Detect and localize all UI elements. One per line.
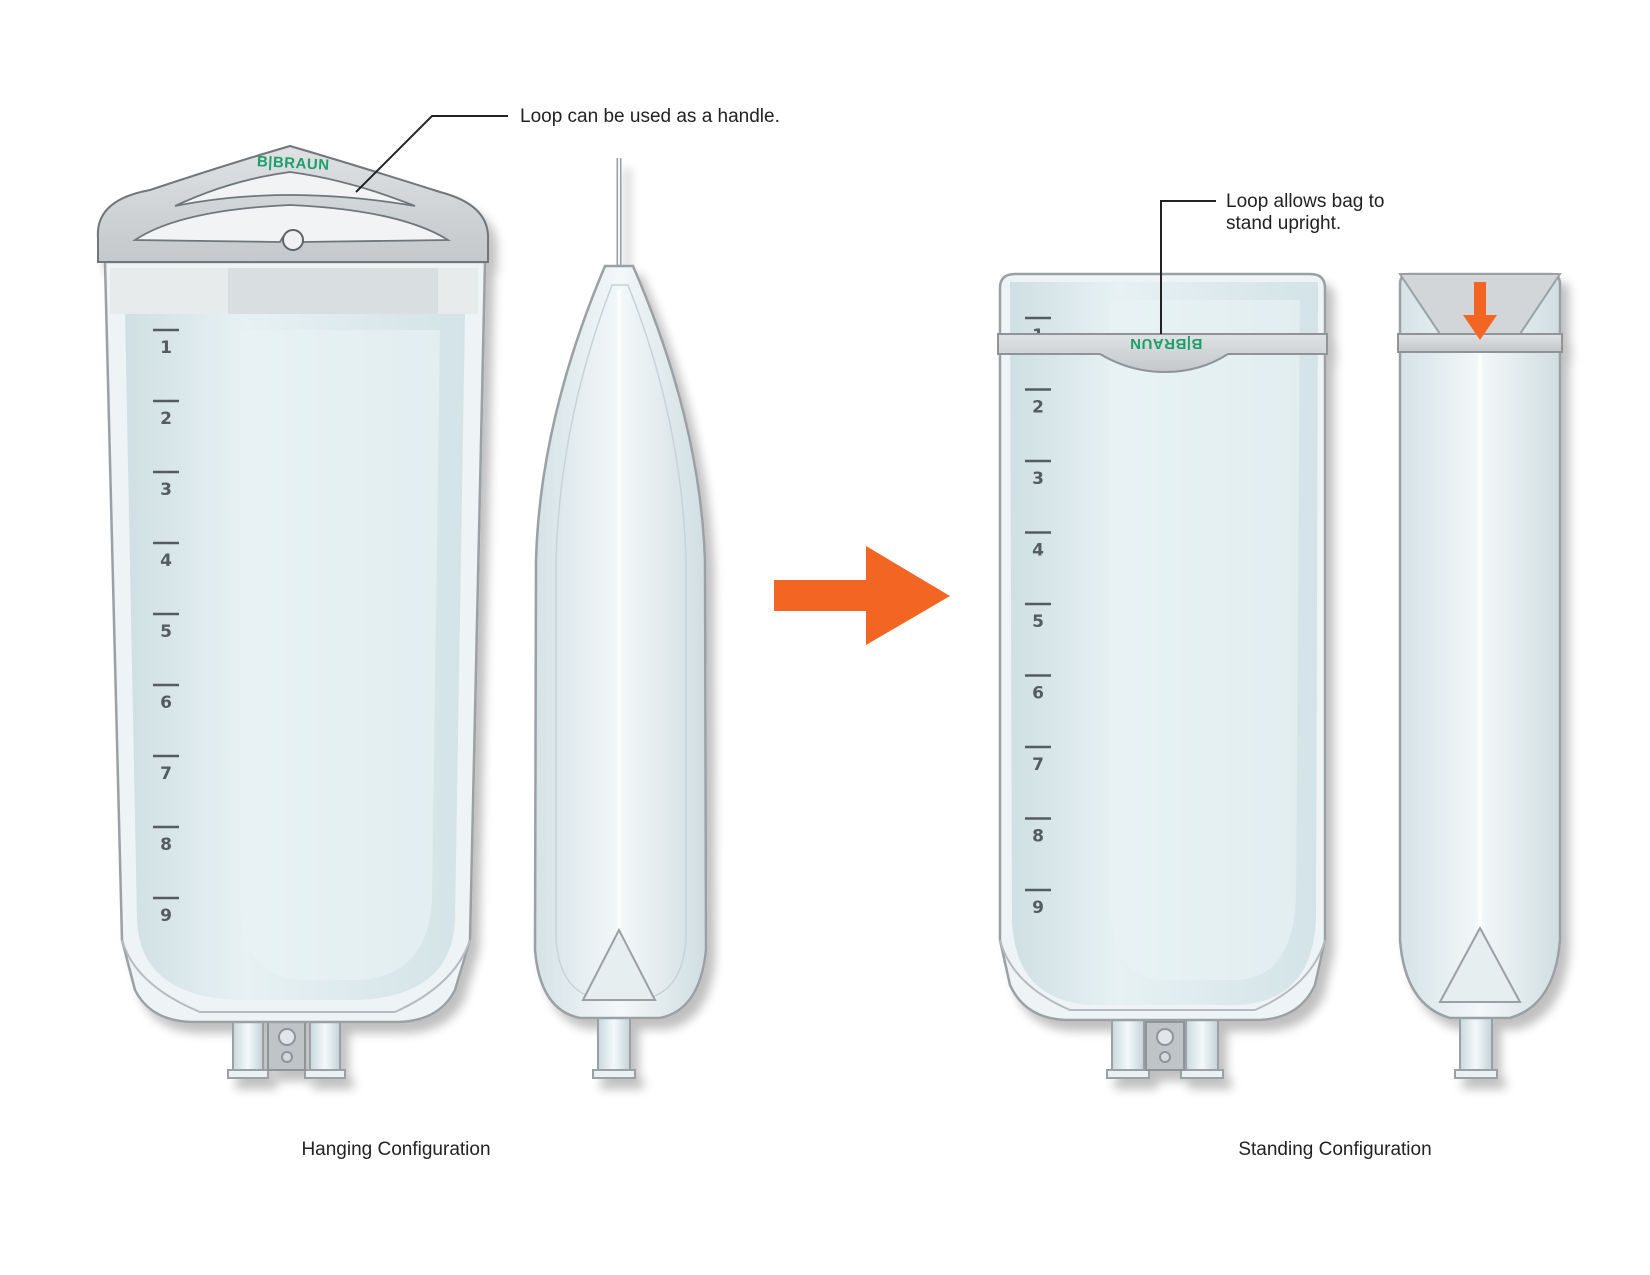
standing-loop: B|BRAUN (997, 333, 1328, 374)
callout-stand: Loop allows bag to stand upright. (1160, 191, 1384, 334)
caption-standing: Standing Configuration (1238, 1139, 1431, 1160)
hanging-scale-mark-3: 3 (160, 480, 172, 500)
standing-scale-mark-3: 3 (1032, 469, 1044, 489)
callout-stand-text-line2: stand upright. (1226, 213, 1341, 234)
standing-scale-mark-9: 9 (1032, 898, 1044, 918)
caption-hanging: Hanging Configuration (301, 1139, 490, 1160)
hanging-bag-ports (227, 1014, 346, 1079)
callout-handle-text: Loop can be used as a handle. (520, 106, 780, 127)
standing-scale-mark-2: 2 (1032, 398, 1044, 418)
hanging-scale-mark-2: 2 (160, 409, 172, 429)
brand-logo-inverted: B|BRAUN (1130, 335, 1203, 352)
hanging-scale-mark-9: 9 (160, 906, 172, 926)
standing-scale-mark-6: 6 (1032, 684, 1044, 704)
standing-scale-mark-5: 5 (1032, 612, 1044, 632)
hanging-bag-front: 1 2 3 4 5 6 7 8 9 B|BRAUN (96, 144, 490, 1079)
down-arrow-icon (1463, 282, 1497, 340)
hanging-bag-scale: 1 2 3 4 5 6 7 8 9 (153, 328, 179, 926)
standing-bag-side (1397, 272, 1563, 1079)
hanging-scale-mark-6: 6 (160, 693, 172, 713)
brand-logo: B|BRAUN (256, 153, 329, 174)
hanging-scale-mark-8: 8 (160, 835, 172, 855)
hanging-scale-mark-4: 4 (160, 551, 172, 571)
standing-scale-mark-7: 7 (1032, 755, 1044, 775)
hanging-scale-mark-7: 7 (160, 764, 172, 784)
callout-handle: Loop can be used as a handle. (355, 106, 780, 193)
hanging-scale-mark-5: 5 (160, 622, 172, 642)
callout-stand-text-line1: Loop allows bag to (1226, 191, 1384, 212)
standing-scale-mark-4: 4 (1032, 541, 1044, 561)
right-arrow-icon (774, 546, 950, 645)
hanging-bag-side (533, 158, 708, 1079)
standing-scale-mark-8: 8 (1032, 827, 1044, 847)
hanging-scale-mark-1: 1 (160, 338, 172, 358)
handle-loop: B|BRAUN (96, 144, 490, 263)
